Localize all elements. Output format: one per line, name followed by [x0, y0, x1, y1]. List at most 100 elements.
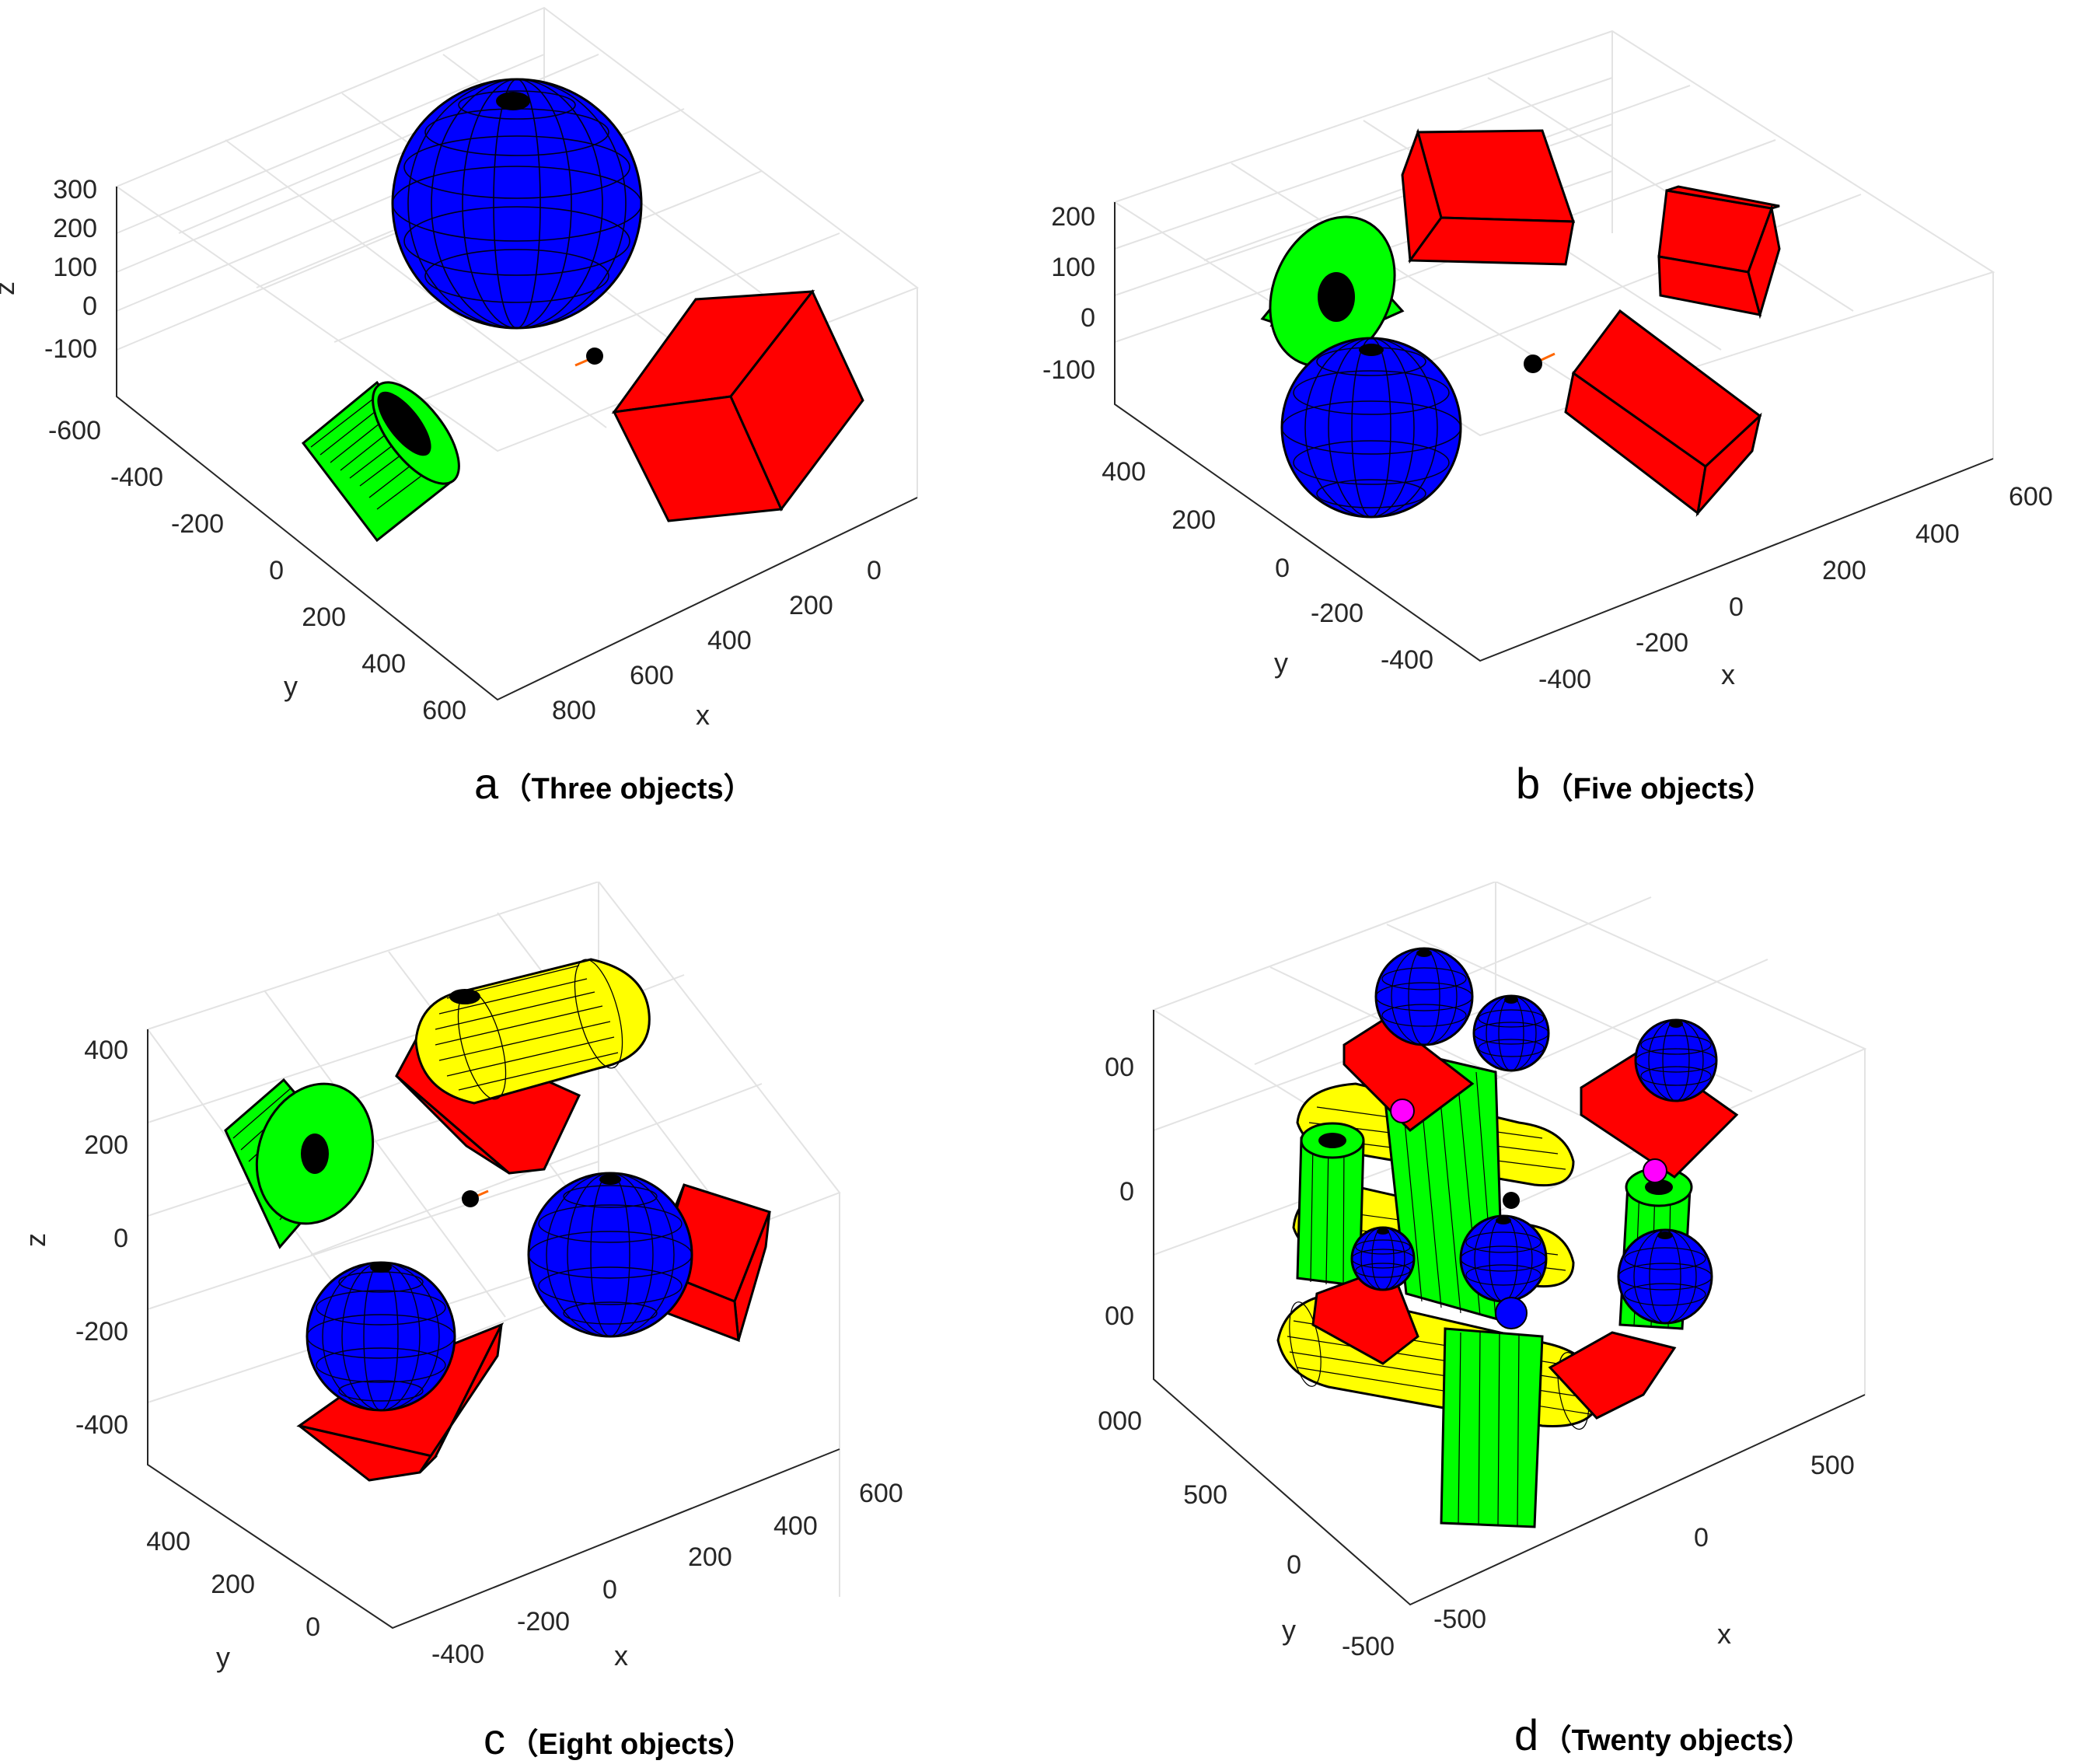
y-tick: 200 — [302, 603, 346, 632]
z-ticks: 300 200 100 0 -100 — [44, 175, 97, 364]
z-tick: -200 — [75, 1317, 128, 1347]
box-object — [611, 289, 864, 522]
y-tick: 400 — [361, 649, 406, 679]
x-axis-label: x — [1721, 658, 1735, 690]
x-tick: -400 — [1538, 665, 1591, 694]
y-tick: 0 — [269, 556, 284, 585]
x-tick: 400 — [773, 1511, 818, 1541]
caption-text: （Three objects） — [501, 773, 753, 805]
z-tick: 00 — [1105, 1301, 1134, 1331]
z-tick: 300 — [53, 175, 97, 204]
x-tick: 200 — [688, 1542, 732, 1572]
panel-a-plot: 300 200 100 0 -100 z -600 -400 -200 0 20… — [0, 6, 920, 731]
sphere-object — [1634, 1018, 1718, 1102]
z-ticks: 00 0 00 — [1105, 1053, 1134, 1331]
y-tick: -400 — [1381, 645, 1433, 675]
sphere-object — [1617, 1228, 1713, 1325]
sphere-object — [1350, 1226, 1416, 1291]
agent-marker — [1524, 352, 1556, 373]
panel-c: 400 200 0 -200 -400 z 400 200 0 y -400 -… — [0, 882, 1037, 1763]
x-tick: 600 — [2009, 482, 2053, 512]
y-tick: -600 — [48, 416, 101, 445]
axes — [147, 1029, 840, 1630]
y-tick: 0 — [1287, 1550, 1301, 1580]
x-ticks: -400 -200 0 200 400 600 — [1538, 482, 2053, 694]
axes — [116, 187, 918, 701]
x-ticks: -500 0 500 — [1433, 1451, 1855, 1634]
y-tick: 000 — [1098, 1406, 1142, 1436]
x-tick: 400 — [707, 626, 752, 655]
sphere-object — [306, 1261, 456, 1412]
caption-letter: c — [484, 1714, 505, 1763]
z-tick: -400 — [75, 1410, 128, 1440]
caption-letter: b — [1516, 759, 1541, 808]
box-object — [1401, 128, 1576, 266]
cylinder-object — [224, 1078, 375, 1249]
caption-b: b （Five objects） — [1516, 758, 1773, 809]
box-object — [1343, 1016, 1475, 1132]
caption-letter: d — [1514, 1710, 1539, 1759]
y-tick: 200 — [1171, 505, 1216, 535]
y-tick: 400 — [146, 1527, 190, 1556]
sphere-object — [527, 1172, 693, 1338]
x-tick: 600 — [630, 661, 674, 690]
panel-a: 300 200 100 0 -100 z -600 -400 -200 0 20… — [0, 0, 1037, 882]
capsule-object — [414, 958, 651, 1105]
z-tick: 100 — [1051, 253, 1095, 282]
x-tick: -400 — [431, 1640, 484, 1669]
caption-d: d （Twenty objects） — [1514, 1710, 1812, 1760]
axes — [1114, 202, 1994, 662]
panel-d: 00 0 00 000 500 0 -500 y -500 0 500 x — [1037, 882, 2074, 1763]
caption-letter: a — [474, 759, 499, 808]
panel-b: 200 100 0 -100 z 400 200 0 -200 -400 y -… — [1037, 0, 2074, 882]
x-tick: 400 — [1915, 519, 1960, 549]
agent-marker — [574, 348, 603, 367]
x-tick: 0 — [1694, 1523, 1709, 1553]
y-tick: 0 — [306, 1612, 320, 1642]
x-axis-label: x — [696, 699, 710, 731]
z-tick: 00 — [1105, 1053, 1134, 1082]
z-tick: 0 — [1081, 303, 1095, 333]
y-tick: -200 — [171, 509, 224, 539]
z-axis-label: z — [0, 281, 20, 295]
x-axis-label: x — [1717, 1618, 1731, 1650]
y-tick: -200 — [1311, 599, 1363, 628]
sphere-object — [1459, 1214, 1548, 1303]
x-tick: 0 — [867, 556, 882, 585]
z-tick: 200 — [84, 1130, 128, 1160]
y-axis-label: y — [284, 670, 298, 702]
z-tick: 0 — [1119, 1177, 1134, 1207]
x-tick: 200 — [789, 591, 833, 620]
caption-text: （Twenty objects） — [1542, 1724, 1813, 1757]
z-ticks: 400 200 0 -200 -400 — [75, 1036, 128, 1440]
cylinder-object — [1296, 1122, 1365, 1287]
z-tick: -100 — [1042, 355, 1095, 385]
z-tick: 200 — [1051, 202, 1095, 232]
axes — [1153, 1010, 1866, 1606]
y-ticks: 400 200 0 — [146, 1527, 320, 1642]
x-tick: 200 — [1822, 556, 1866, 585]
cylinder-object — [1440, 1327, 1544, 1528]
z-tick: -100 — [44, 334, 97, 364]
box-object — [1580, 1047, 1739, 1179]
x-tick: -200 — [517, 1607, 570, 1637]
y-ticks: 000 500 0 -500 — [1098, 1406, 1395, 1661]
y-tick: 0 — [1275, 554, 1290, 583]
y-tick: 500 — [1183, 1480, 1227, 1510]
z-tick: 0 — [82, 292, 97, 321]
cylinder-object — [1260, 215, 1405, 368]
caption-c: c （Eight objects） — [484, 1713, 753, 1764]
sphere-object — [1374, 947, 1474, 1046]
box-object — [1548, 1331, 1677, 1420]
sphere-object — [1495, 1297, 1528, 1329]
agent-marker — [462, 1189, 489, 1207]
y-tick: 600 — [422, 696, 466, 725]
panel-c-plot: 400 200 0 -200 -400 z 400 200 0 y -400 -… — [19, 882, 903, 1673]
x-ticks: -400 -200 0 200 400 600 — [431, 1479, 903, 1669]
agent-marker — [1503, 1192, 1520, 1209]
z-tick: 200 — [53, 214, 97, 243]
y-tick: 200 — [211, 1570, 255, 1599]
y-ticks: -600 -400 -200 0 200 400 600 — [48, 416, 466, 725]
x-axis-label: x — [614, 1640, 628, 1671]
y-tick: -500 — [1342, 1632, 1395, 1661]
